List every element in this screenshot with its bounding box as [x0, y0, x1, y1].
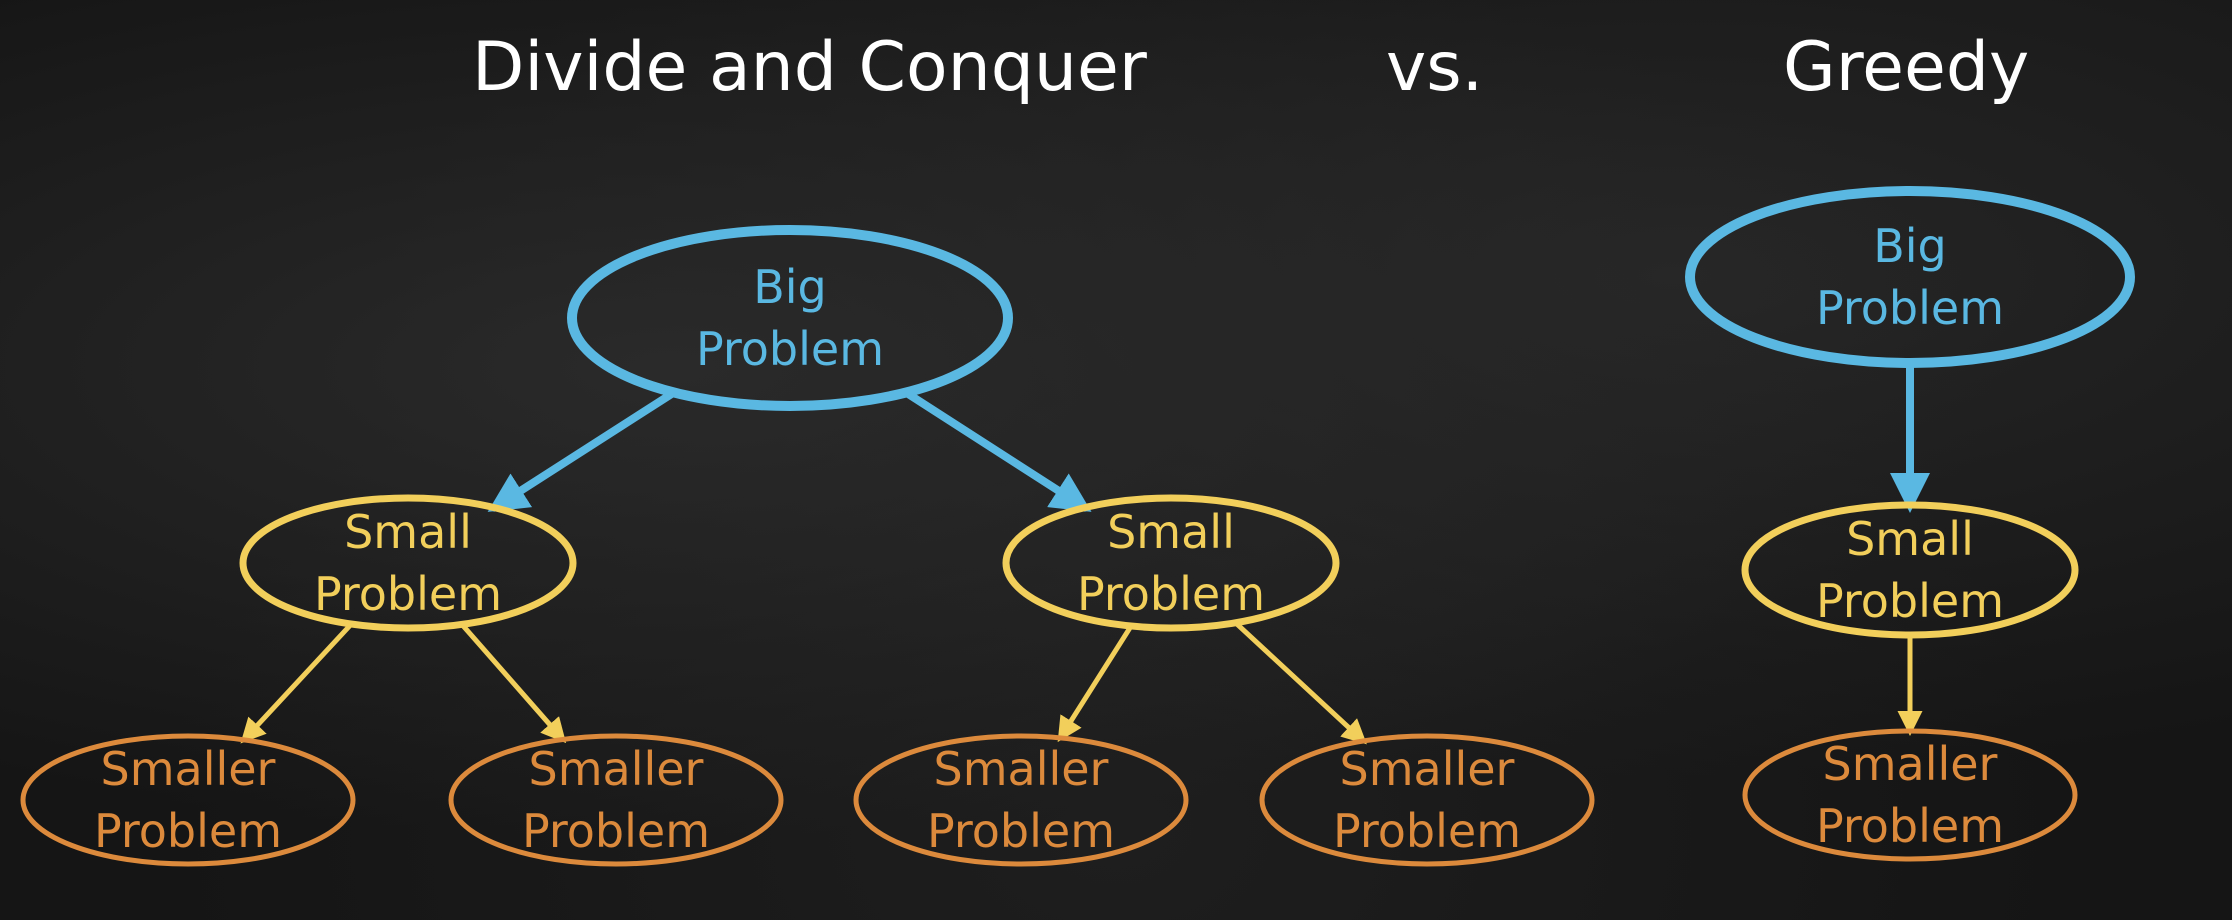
small-problem-outline — [1741, 501, 2079, 639]
smaller-problem-outline — [1742, 728, 2078, 862]
edges-layer — [240, 359, 1930, 745]
small-problem-outline — [1002, 494, 1340, 632]
smaller-problem-outline — [853, 733, 1189, 867]
versus-heading: vs. — [1386, 28, 1484, 107]
arrow-dc_big-to-dc_small_r — [901, 388, 1092, 512]
node-label-line1: Smaller — [101, 742, 276, 796]
node-label-line1: Small — [1107, 505, 1235, 559]
node-label-line2: Problem — [696, 322, 884, 376]
node-label-line1: Small — [1846, 512, 1974, 566]
node-label-line2: Problem — [1333, 804, 1521, 858]
node-label-line1: Big — [1873, 219, 1947, 273]
node-label-line2: Problem — [522, 804, 710, 858]
node-label-line2: Problem — [927, 804, 1115, 858]
node-label-line1: Smaller — [1340, 742, 1515, 796]
node-label-line1: Big — [753, 260, 827, 314]
small-problem-outline — [239, 494, 577, 632]
node-label-line2: Problem — [94, 804, 282, 858]
big-problem-outline — [1685, 186, 2135, 368]
node-label-line1: Smaller — [1823, 737, 1998, 791]
nodes-layer: BigProblemSmallProblemSmallProblemSmalle… — [20, 186, 2135, 867]
greedy-heading: Greedy — [1783, 28, 2030, 107]
smaller-problem-outline — [20, 733, 356, 867]
node-label-line2: Problem — [1816, 799, 2004, 853]
node-label-line1: Small — [344, 505, 472, 559]
arrow-dc_small_l-to-dc_smaller_1 — [240, 621, 354, 744]
divide-and-conquer-heading: Divide and Conquer — [472, 28, 1147, 107]
arrow-dc_small_r-to-dc_smaller_3 — [1057, 623, 1134, 743]
node-label-line2: Problem — [1077, 567, 1265, 621]
node-label-line1: Smaller — [529, 742, 704, 796]
smaller-problem-outline — [448, 733, 784, 867]
node-label-line2: Problem — [1816, 574, 2004, 628]
node-label-line2: Problem — [314, 567, 502, 621]
arrow-dc_small_l-to-dc_smaller_2 — [459, 621, 567, 744]
arrow-dc_small_r-to-dc_smaller_4 — [1233, 620, 1367, 745]
node-label-line2: Problem — [1816, 281, 2004, 335]
big-problem-outline — [567, 225, 1013, 411]
arrow-dc_big-to-dc_small_l — [487, 388, 678, 512]
node-label-line1: Smaller — [934, 742, 1109, 796]
smaller-problem-outline — [1259, 733, 1595, 867]
